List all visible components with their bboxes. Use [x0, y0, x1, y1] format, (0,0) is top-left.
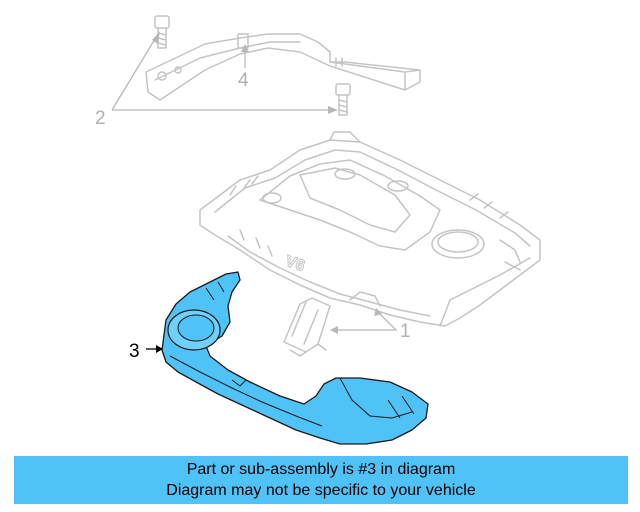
bolt-upper [154, 15, 170, 49]
callout-3-label: 3 [129, 341, 140, 362]
highlighted-part-3 [161, 271, 429, 445]
callout-3: 3 [129, 341, 163, 362]
exploded-parts-diagram: 4 2 V6 [95, 15, 541, 445]
info-banner: Part or sub-assembly is #3 in diagram Di… [14, 456, 628, 504]
clip-part-1 [283, 297, 331, 357]
callout-2: 2 [95, 31, 338, 129]
banner-line-disclaimer: Diagram may not be specific to your vehi… [166, 482, 476, 499]
callout-4-label: 4 [238, 70, 249, 91]
upper-trim-bracket [145, 33, 421, 101]
callout-1: 1 [330, 308, 411, 342]
cover-emblem: V6 [283, 253, 307, 275]
bolt-lower [335, 83, 351, 116]
engine-cover: V6 [199, 131, 541, 327]
callout-4: 4 [238, 44, 249, 91]
banner-line-part-number: Part or sub-assembly is #3 in diagram [186, 461, 456, 478]
callout-1-label: 1 [400, 321, 411, 342]
callout-2-label: 2 [95, 108, 106, 129]
